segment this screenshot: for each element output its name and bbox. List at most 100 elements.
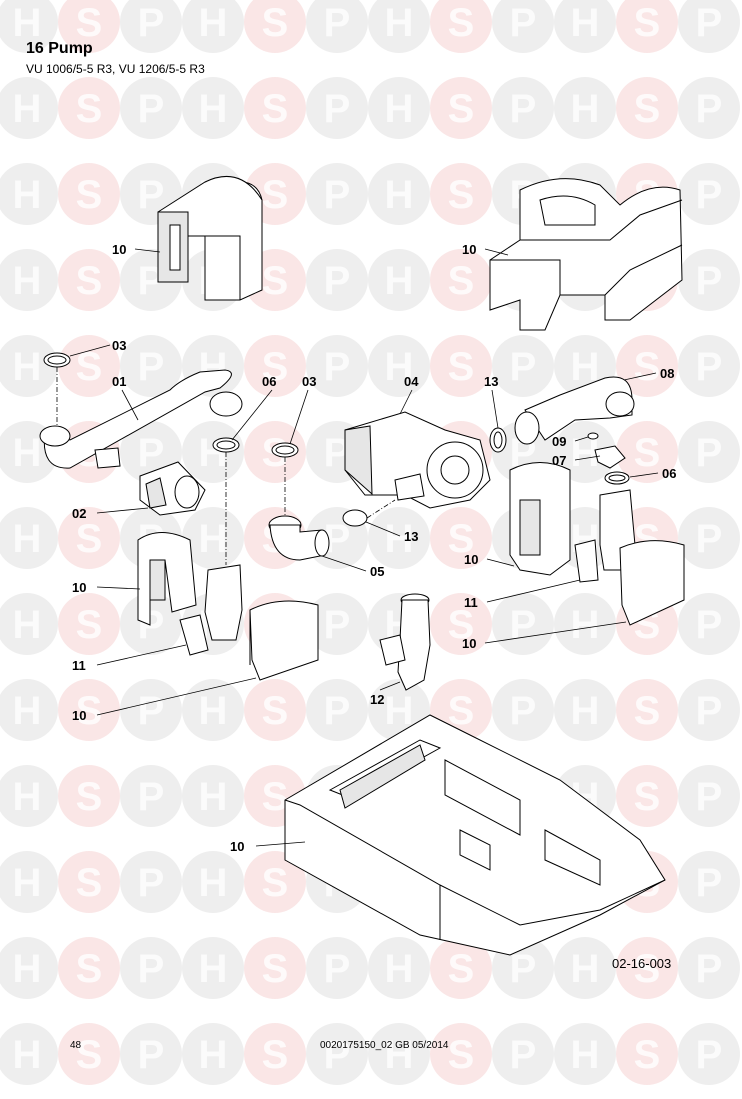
watermark-badge: S xyxy=(616,0,678,53)
watermark-badge: P xyxy=(120,593,182,655)
svg-text:H: H xyxy=(571,947,600,991)
watermark-badge: S xyxy=(244,679,306,741)
svg-text:P: P xyxy=(696,689,723,733)
svg-text:10: 10 xyxy=(230,839,244,854)
svg-text:P: P xyxy=(510,1033,537,1077)
watermark-badge: H xyxy=(368,0,430,53)
watermark-badge: H xyxy=(0,937,58,999)
watermark-badge: S xyxy=(58,163,120,225)
watermark-badge: P xyxy=(492,1023,554,1085)
svg-text:H: H xyxy=(571,87,600,131)
svg-text:S: S xyxy=(448,173,475,217)
watermark-badge: H xyxy=(554,679,616,741)
watermark-badge: P xyxy=(678,765,740,827)
svg-text:06: 06 xyxy=(262,374,276,389)
watermark-badge: S xyxy=(58,0,120,53)
watermark-badge: H xyxy=(0,335,58,397)
svg-text:S: S xyxy=(448,947,475,991)
watermark-badge: S xyxy=(430,1023,492,1085)
callout-03-mid: 03 xyxy=(289,374,316,445)
valve-07-09 xyxy=(587,432,630,485)
watermark-badge: H xyxy=(182,77,244,139)
watermark-badge: S xyxy=(616,421,678,483)
watermark-badge: S xyxy=(430,937,492,999)
svg-text:S: S xyxy=(448,87,475,131)
svg-text:S: S xyxy=(634,1,661,45)
page-number: 48 xyxy=(70,1040,82,1051)
svg-text:P: P xyxy=(324,345,351,389)
callout-12: 12 xyxy=(370,681,401,707)
watermark-badge: H xyxy=(0,1023,58,1085)
svg-text:10: 10 xyxy=(462,242,476,257)
svg-text:P: P xyxy=(324,259,351,303)
svg-text:08: 08 xyxy=(660,366,674,381)
svg-text:S: S xyxy=(262,173,289,217)
callout-04: 04 xyxy=(399,374,419,415)
watermark-badge: H xyxy=(182,1023,244,1085)
svg-text:H: H xyxy=(13,947,42,991)
svg-text:H: H xyxy=(385,517,414,561)
watermark-badge: S xyxy=(430,0,492,53)
page-subtitle: VU 1006/5-5 R3, VU 1206/5-5 R3 xyxy=(26,62,205,76)
svg-text:H: H xyxy=(199,947,228,991)
svg-text:P: P xyxy=(138,1033,165,1077)
svg-text:P: P xyxy=(696,87,723,131)
svg-text:S: S xyxy=(634,689,661,733)
watermark-badge: S xyxy=(244,335,306,397)
callout-10-top-right: 10 xyxy=(462,242,509,257)
callout-10-lower-left: 10 xyxy=(72,677,257,723)
watermark-badge: P xyxy=(678,163,740,225)
watermark-badge: S xyxy=(430,593,492,655)
watermark-badge: S xyxy=(616,1023,678,1085)
watermark-badge: P xyxy=(120,335,182,397)
watermark-badge: S xyxy=(430,77,492,139)
svg-text:S: S xyxy=(634,87,661,131)
watermark-badge: P xyxy=(678,507,740,569)
svg-text:S: S xyxy=(448,603,475,647)
svg-text:P: P xyxy=(138,947,165,991)
watermark-badge: P xyxy=(120,679,182,741)
svg-text:H: H xyxy=(385,947,414,991)
svg-text:P: P xyxy=(138,689,165,733)
svg-text:S: S xyxy=(262,1033,289,1077)
svg-text:H: H xyxy=(385,173,414,217)
pipe-08 xyxy=(514,376,635,445)
svg-text:S: S xyxy=(262,1,289,45)
insulation-block-top-right xyxy=(489,178,683,331)
svg-text:P: P xyxy=(696,431,723,475)
watermark-badge: H xyxy=(554,77,616,139)
watermark-badge: P xyxy=(678,77,740,139)
svg-text:S: S xyxy=(262,689,289,733)
valve-12 xyxy=(379,593,431,691)
svg-text:03: 03 xyxy=(302,374,316,389)
svg-text:H: H xyxy=(571,1033,600,1077)
svg-text:S: S xyxy=(76,173,103,217)
callout-13-right: 13 xyxy=(484,374,498,429)
rings-middle xyxy=(212,437,299,565)
watermark-badge: P xyxy=(306,679,368,741)
svg-text:S: S xyxy=(76,345,103,389)
svg-text:H: H xyxy=(13,689,42,733)
watermark-badge: P xyxy=(120,0,182,53)
svg-text:S: S xyxy=(76,603,103,647)
ring-13-right xyxy=(489,427,507,453)
svg-text:H: H xyxy=(199,1,228,45)
svg-text:H: H xyxy=(13,1033,42,1077)
watermark-badge: P xyxy=(678,1023,740,1085)
watermark-badge: P xyxy=(678,421,740,483)
callout-10-mid-right: 10 xyxy=(464,552,515,567)
watermark-badge: H xyxy=(0,163,58,225)
valve-02 xyxy=(139,461,206,516)
svg-text:H: H xyxy=(385,87,414,131)
svg-text:S: S xyxy=(634,345,661,389)
watermark-badge: P xyxy=(678,249,740,311)
svg-text:P: P xyxy=(696,1033,723,1077)
watermark-badge: P xyxy=(306,0,368,53)
svg-text:S: S xyxy=(262,947,289,991)
svg-text:P: P xyxy=(510,1,537,45)
svg-text:H: H xyxy=(13,87,42,131)
svg-text:S: S xyxy=(76,1033,103,1077)
svg-text:H: H xyxy=(13,517,42,561)
callouts: 10 10 03 01 02 06 03 04 13 08 09 07 06 1… xyxy=(69,242,676,854)
